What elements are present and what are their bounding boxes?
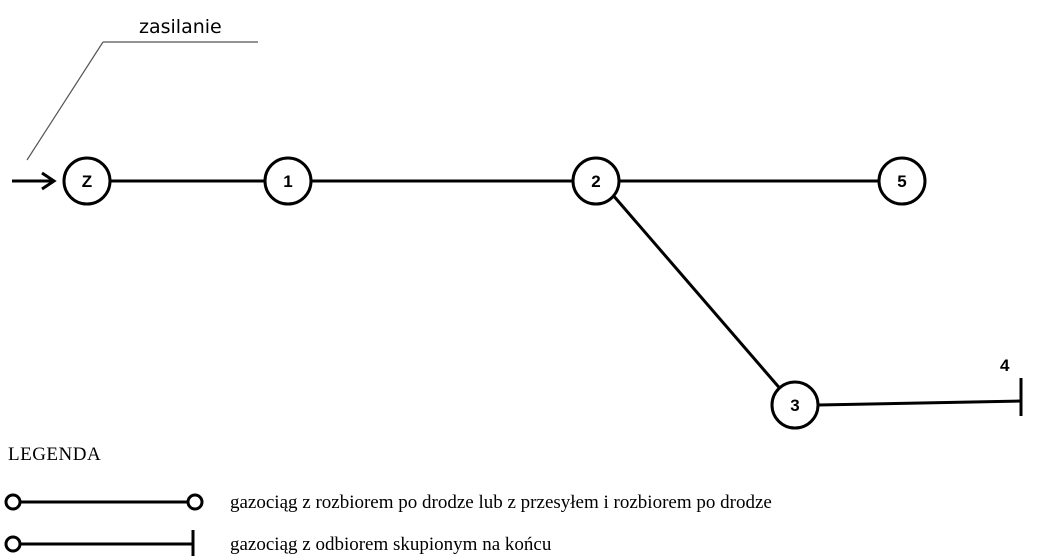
- supply-arrow-head: [41, 171, 57, 191]
- node-1-label: 1: [283, 172, 292, 191]
- legend-item-2-text: gazociąg z odbiorem skupionym na końcu: [230, 534, 552, 555]
- legend-symbol-end-circle: [186, 493, 204, 511]
- legend-item-1-text: gazociąg z rozbiorem po drodze lub z prz…: [230, 492, 772, 513]
- callout-label: zasilanie: [139, 16, 222, 38]
- edge-2-3: [610, 193, 785, 393]
- legend-item-concentrated: gazociąg z odbiorem skupionym na końcu: [4, 530, 552, 556]
- node-1: 1: [263, 156, 313, 206]
- node-z-label: Z: [82, 172, 92, 191]
- node-2-label: 2: [591, 172, 600, 191]
- node-5: 5: [877, 156, 927, 206]
- node-3-label: 3: [790, 396, 799, 415]
- node-3: 3: [770, 380, 820, 430]
- node-2: 2: [571, 156, 621, 206]
- endpoint-4-label: 4: [1000, 356, 1010, 375]
- legend-symbol-start-circle: [4, 493, 22, 511]
- node-5-label: 5: [897, 172, 906, 191]
- legend-title: LEGENDA: [8, 444, 101, 465]
- legend-item-distributed: gazociąg z rozbiorem po drodze lub z prz…: [4, 492, 772, 513]
- node-z: Z: [62, 156, 112, 206]
- callout-leader-line: [26, 41, 104, 161]
- edge-3-4: [817, 399, 1022, 407]
- legend-symbol-start-circle-2: [4, 535, 22, 553]
